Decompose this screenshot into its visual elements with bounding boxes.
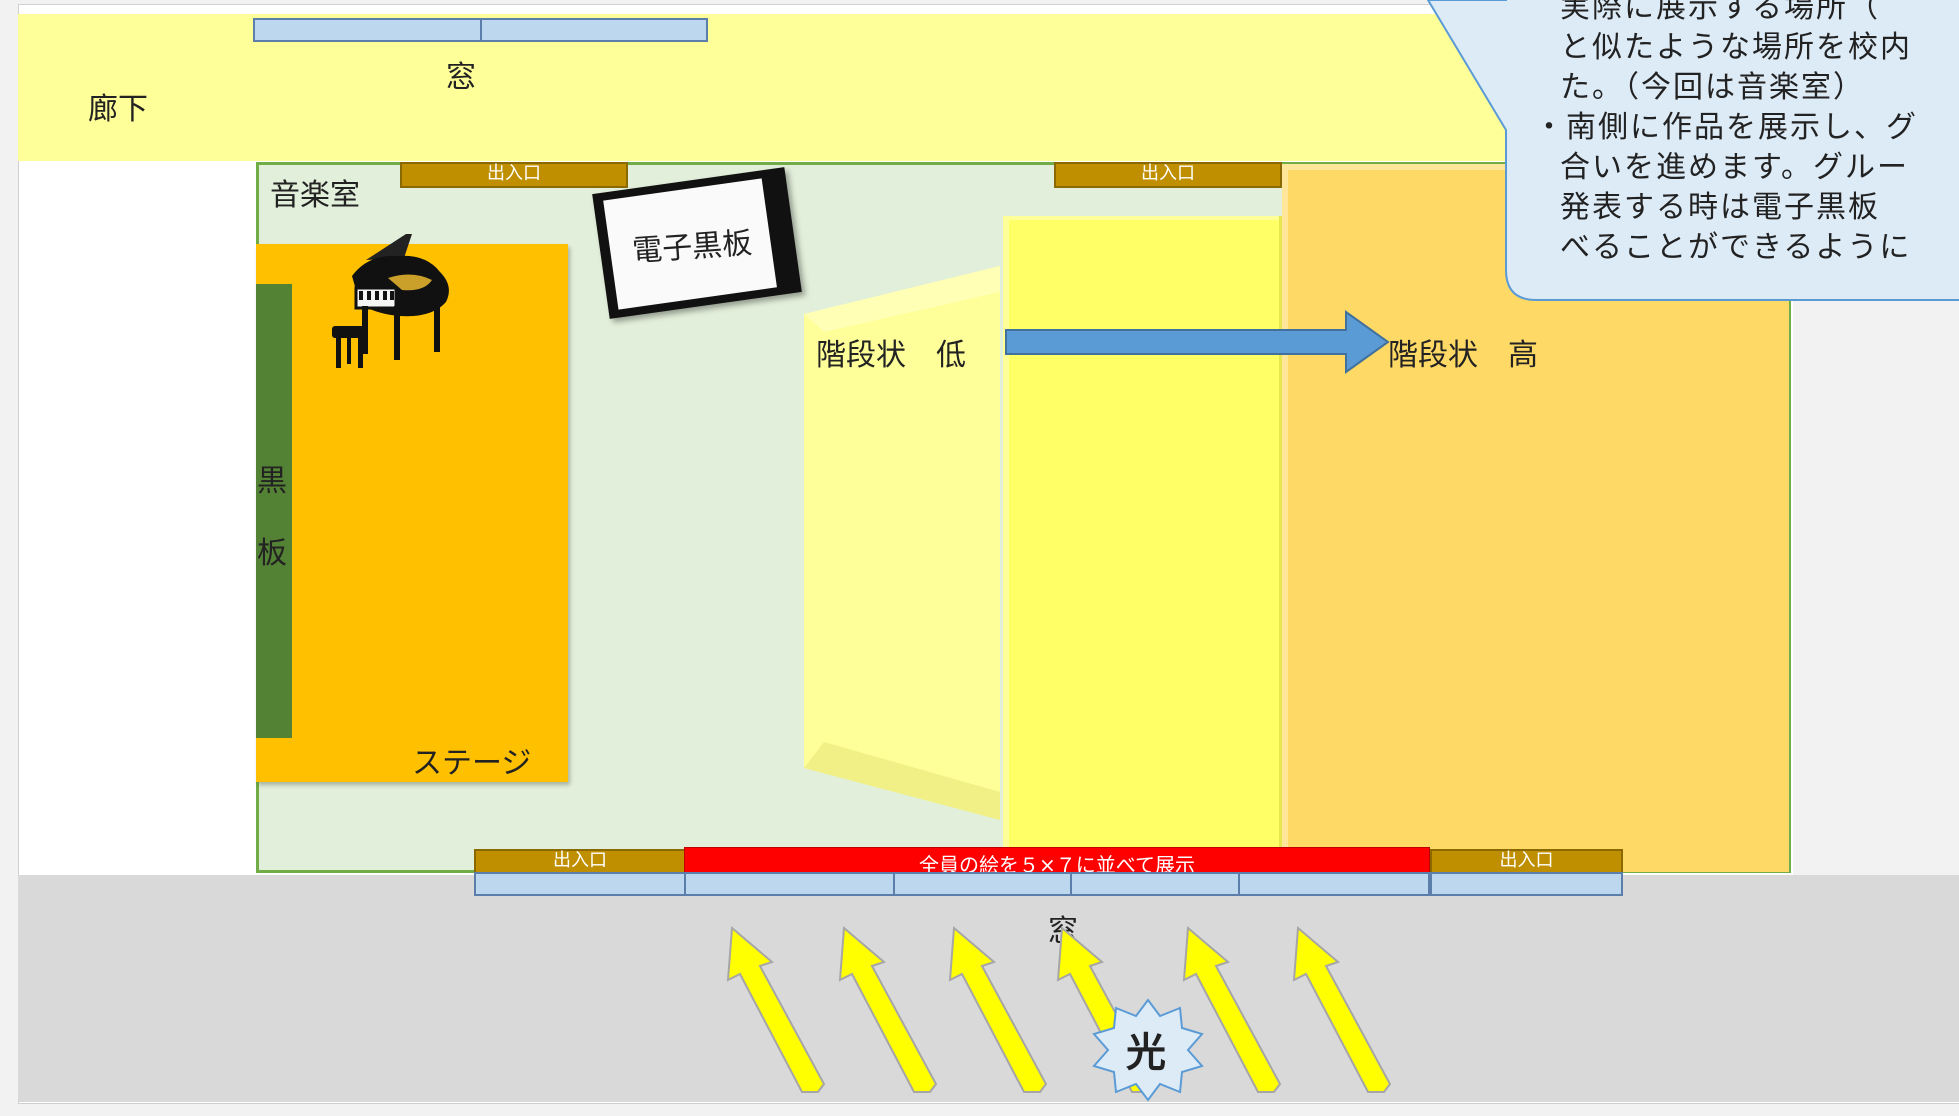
callout-line-2: と似たような場所を校内 xyxy=(1560,30,1912,65)
door-bottom-left: 出入口 xyxy=(474,849,686,874)
callout-line-7: べることができるように xyxy=(1560,230,1912,265)
hallway-window-right xyxy=(480,18,708,42)
south-window-6 xyxy=(1430,872,1623,896)
light-arrow-icon xyxy=(726,925,1392,1093)
south-window-1 xyxy=(474,872,686,896)
light-burst-icon xyxy=(1092,998,1204,1102)
south-window-5 xyxy=(1238,872,1430,896)
display-banner xyxy=(684,847,1430,875)
electronic-board-label: 電子黒板 xyxy=(631,225,754,270)
callout-line-1: 実際に展示する場所（ xyxy=(1560,0,1880,25)
door-top-right: 出入口 xyxy=(1054,162,1282,188)
door-top-left: 出入口 xyxy=(400,162,628,188)
sunlight-arrows xyxy=(726,925,1392,1093)
south-window-3 xyxy=(893,872,1072,896)
steps-low-label: 階段状 低 xyxy=(816,338,966,373)
steps-middle xyxy=(1003,216,1283,872)
hallway-window-left xyxy=(253,18,482,42)
light-label: 光 xyxy=(1126,1030,1166,1076)
hallway-label: 廊下 xyxy=(88,92,148,127)
steps-low xyxy=(804,266,1000,820)
blackboard-char-1: 黒 xyxy=(257,464,287,499)
stage xyxy=(256,244,568,782)
blackboard-char-2: 板 xyxy=(257,536,287,571)
hallway-window-label: 窓 xyxy=(446,60,476,95)
callout-text: 実際に展示する場所（ と似たような場所を校内 た。（今回は音楽室） ・南側に作品… xyxy=(1534,0,1959,288)
callout-line-3: た。（今回は音楽室） xyxy=(1560,70,1865,105)
south-window-4 xyxy=(1070,872,1240,896)
stage-label: ステージ xyxy=(412,746,532,781)
room-name: 音楽室 xyxy=(270,178,360,213)
south-window-2 xyxy=(684,872,895,896)
grand-piano-icon xyxy=(332,234,449,368)
low-to-high-arrow xyxy=(1005,310,1390,374)
callout-line-5: 合いを進めます。グルー xyxy=(1560,150,1909,185)
door-bottom-right: 出入口 xyxy=(1430,849,1623,874)
callout-bubble xyxy=(1426,0,1959,301)
callout-line-6: 発表する時は電子黒板 xyxy=(1560,190,1880,225)
steps-high-label: 階段状 高 xyxy=(1388,338,1538,373)
blackboard xyxy=(256,284,292,738)
callout-line-4: ・南側に作品を展示し、グ xyxy=(1534,110,1918,145)
